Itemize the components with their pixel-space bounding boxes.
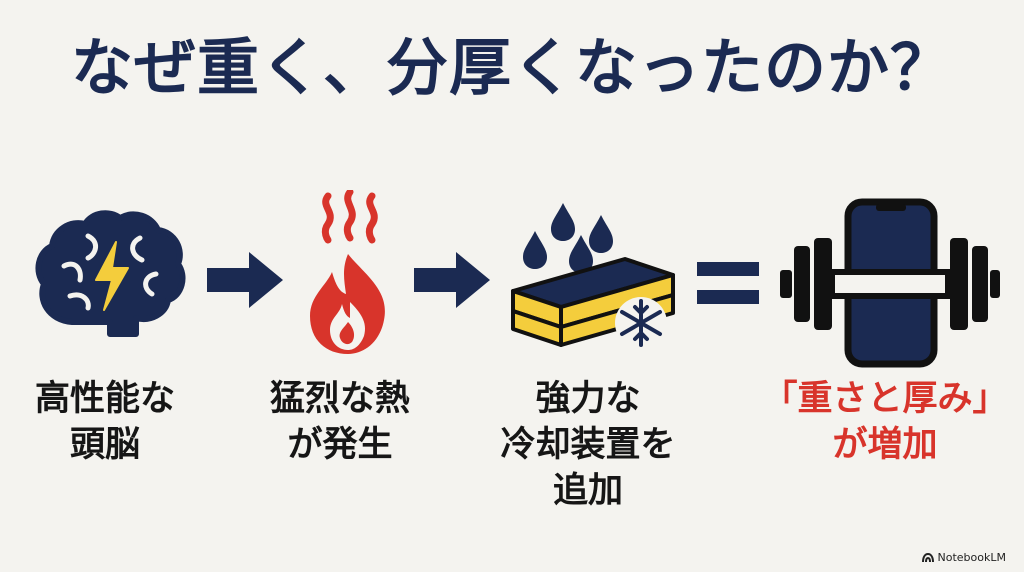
step-label-cooling: 強力な 冷却装置を 追加 [500,379,676,511]
phone-dumbbell-icon [780,198,1000,368]
page-title: なぜ重く、分厚くなったのか？ [70,31,953,104]
equals-icon [697,262,759,306]
step-label-result: 「重さと厚み」 が増加 [762,379,1008,465]
step-label-heat: 猛烈な熱 が発生 [269,379,410,465]
step-label-brain: 高性能な 頭脳 [34,379,175,465]
arrow-right-icon [412,250,492,310]
brain-lightning-icon [30,200,190,345]
cooling-layers-icon [505,195,680,360]
notebooklm-logo-icon [921,552,934,562]
watermark-text: NotebookLM [937,551,1006,564]
flame-heat-icon [298,190,398,360]
notebooklm-watermark: NotebookLM [921,551,1006,564]
arrow-right-icon [205,250,285,310]
